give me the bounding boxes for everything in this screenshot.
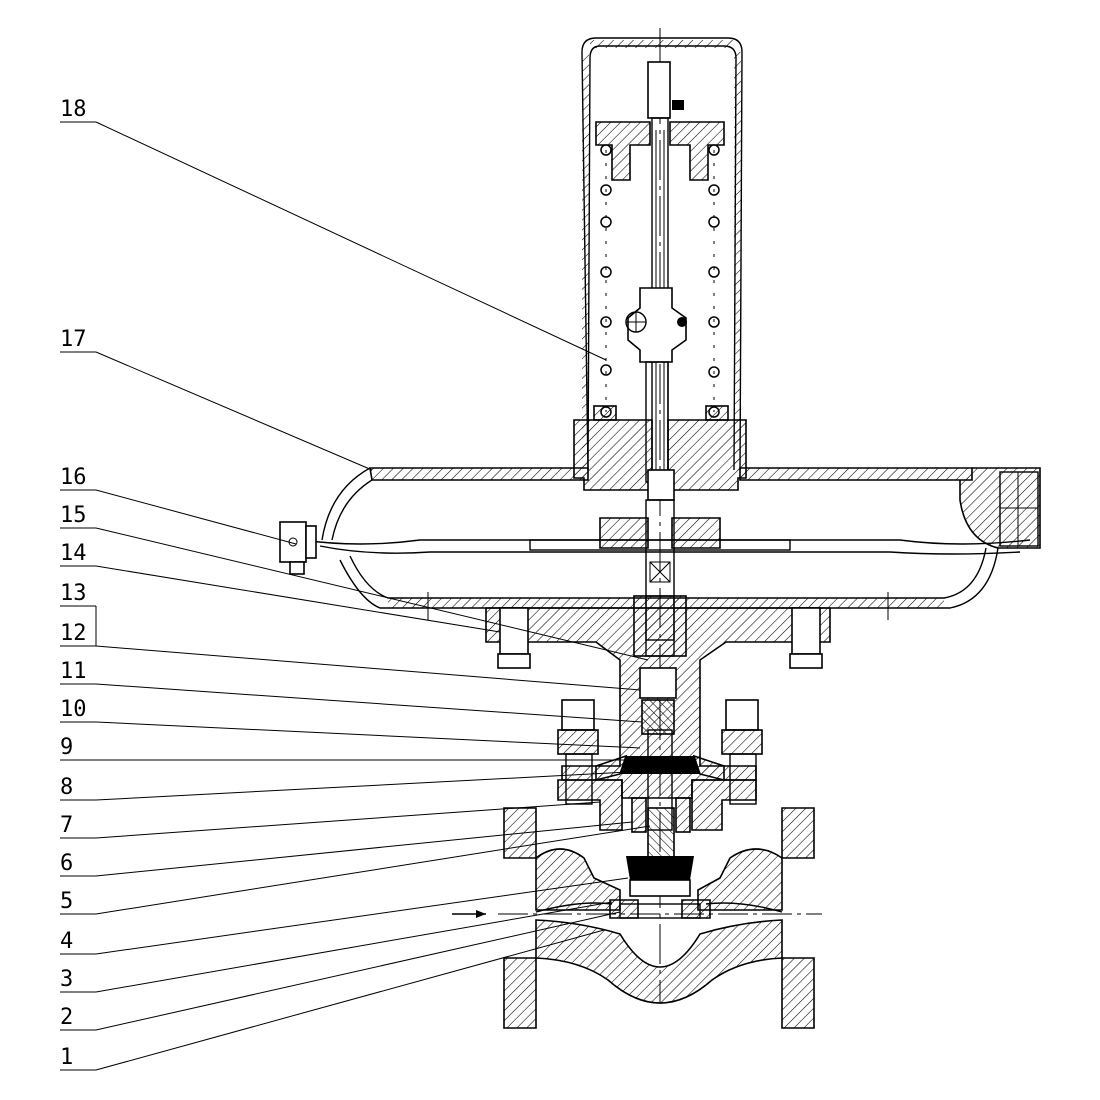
part-label-16: 16	[60, 465, 87, 490]
callout-6: 6	[60, 821, 633, 877]
flow-axis	[452, 910, 822, 918]
bonnet-bolt-right	[789, 607, 823, 669]
part-label-9: 9	[60, 735, 73, 760]
callout-14: 14	[60, 541, 501, 633]
callout-10: 10	[60, 697, 641, 749]
diaphragm	[301, 539, 1031, 555]
part-label-3: 3	[60, 967, 73, 992]
callout-11: 11	[60, 659, 643, 723]
callout-15: 15	[60, 503, 649, 661]
part-label-2: 2	[60, 1005, 73, 1030]
callout-9: 9	[60, 735, 630, 761]
spring-housing	[581, 37, 743, 471]
callout-17: 17	[60, 327, 373, 471]
valve-body	[503, 779, 815, 1029]
part-label-5: 5	[60, 889, 73, 914]
callout-1: 1	[60, 929, 605, 1071]
pressure-spring	[600, 144, 720, 418]
flange-bolt-left	[279, 521, 317, 575]
callout-3: 3	[60, 901, 613, 993]
upper-spring-seat	[595, 100, 725, 181]
guide-bushing	[631, 797, 691, 833]
part-label-13: 13	[60, 581, 87, 606]
bonnet-bolt-left	[497, 607, 531, 669]
part-label-4: 4	[60, 929, 73, 954]
body-bolt-right	[721, 699, 763, 805]
callout-7: 7	[60, 801, 601, 839]
callout-8: 8	[60, 771, 629, 801]
upper-diaphragm-case	[321, 467, 1041, 549]
body-bolt-left	[557, 699, 599, 805]
packing	[595, 754, 725, 782]
part-label-6: 6	[60, 851, 73, 876]
callout-12: 12	[60, 621, 641, 691]
part-label-11: 11	[60, 659, 87, 684]
part-label-1: 1	[60, 1045, 73, 1070]
callout-16: 16	[60, 465, 297, 545]
callout-5: 5	[60, 825, 651, 915]
part-label-8: 8	[60, 775, 73, 800]
valve-plug	[626, 807, 694, 897]
part-label-17: 17	[60, 327, 87, 352]
part-label-7: 7	[60, 813, 73, 838]
valve-stem	[639, 667, 677, 831]
part-label-10: 10	[60, 697, 87, 722]
part-label-14: 14	[60, 541, 87, 566]
callout-18: 18	[60, 97, 607, 361]
part-label-12: 12	[60, 621, 87, 646]
callout-13: 13	[60, 581, 96, 607]
callout-2: 2	[60, 911, 621, 1031]
callout-4: 4	[60, 877, 629, 955]
part-label-18: 18	[60, 97, 87, 122]
part-label-15: 15	[60, 503, 87, 528]
